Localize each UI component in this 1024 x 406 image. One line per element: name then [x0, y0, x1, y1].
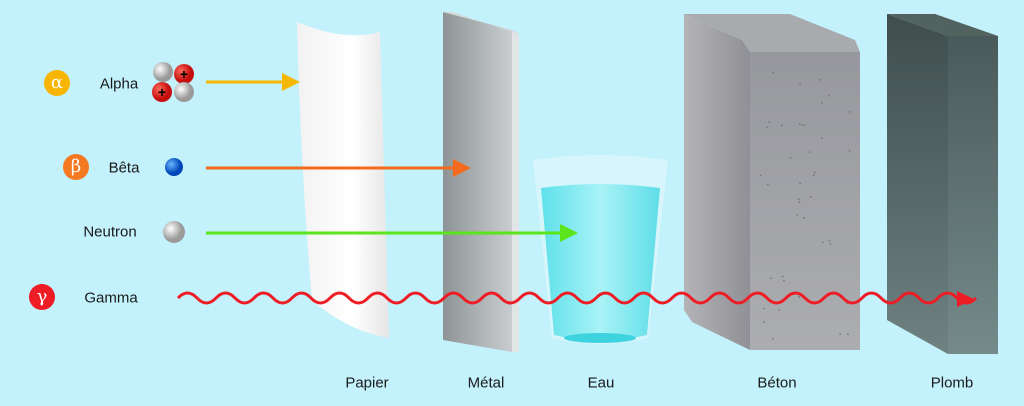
concrete-speck — [759, 174, 762, 177]
concrete-speck — [766, 126, 769, 129]
concrete-speck — [827, 94, 830, 97]
lead-plate — [887, 14, 998, 354]
concrete-speck — [803, 124, 806, 126]
neutron-arrow — [206, 224, 578, 242]
concrete-speck — [762, 321, 765, 323]
concrete-speck — [847, 333, 849, 336]
concrete-speck — [798, 296, 800, 298]
alpha-particle-icon: + + — [152, 62, 194, 102]
gamma-symbol-icon: γ — [29, 284, 55, 310]
neutron-label: Neutron — [83, 223, 137, 241]
concrete-speck — [821, 241, 824, 244]
concrete-speck — [762, 307, 765, 310]
water-glass — [533, 155, 668, 344]
neutron-particle-icon — [163, 221, 185, 243]
metal-plate — [443, 12, 519, 352]
concrete-speck — [798, 198, 800, 201]
material-label-metal: Métal — [467, 374, 505, 392]
concrete-speck — [820, 137, 823, 139]
concrete-speck — [782, 279, 785, 282]
concrete-speck — [771, 338, 774, 340]
beta-particle-icon — [165, 158, 183, 176]
concrete-speck — [778, 309, 781, 311]
concrete-speck — [848, 149, 851, 152]
beta-symbol-icon: β — [63, 154, 89, 180]
concrete-speck — [803, 216, 805, 219]
concrete-speck — [839, 333, 842, 335]
concrete-speck — [799, 82, 802, 85]
concrete-block — [684, 14, 860, 350]
concrete-speck — [770, 277, 772, 280]
material-label-eau: Eau — [587, 374, 615, 392]
concrete-speck — [848, 111, 851, 113]
concrete-speck — [781, 275, 784, 278]
alpha-symbol-icon: α — [44, 70, 70, 96]
concrete-speck — [789, 156, 792, 159]
gamma-label: Gamma — [84, 289, 138, 307]
concrete-speck — [768, 120, 771, 123]
concrete-speck — [780, 124, 783, 127]
concrete-speck — [819, 78, 822, 81]
svg-text:+: + — [158, 84, 166, 100]
beta-label: Bêta — [108, 159, 140, 177]
concrete-speck — [808, 151, 811, 154]
concrete-speck — [810, 195, 812, 198]
concrete-speck — [814, 171, 816, 174]
concrete-speck — [820, 102, 823, 104]
concrete-speck — [798, 201, 801, 204]
concrete-speck — [772, 71, 775, 74]
svg-text:+: + — [180, 66, 188, 82]
material-label-plomb: Plomb — [930, 374, 974, 392]
beta-arrow — [206, 159, 471, 177]
concrete-speck — [766, 183, 769, 186]
concrete-speck — [829, 243, 832, 245]
alpha-label: Alpha — [99, 75, 139, 93]
concrete-speck — [798, 123, 801, 126]
paper-sheet — [297, 22, 389, 338]
concrete-speck — [799, 182, 802, 185]
material-label-papier: Papier — [345, 374, 389, 392]
concrete-speck — [801, 124, 804, 127]
alpha-arrow — [206, 73, 300, 91]
concrete-speck — [812, 174, 815, 176]
gamma-wave-arrow — [176, 291, 978, 307]
concrete-speck — [796, 213, 798, 216]
concrete-speck — [828, 239, 831, 242]
material-label-beton: Béton — [757, 374, 797, 392]
